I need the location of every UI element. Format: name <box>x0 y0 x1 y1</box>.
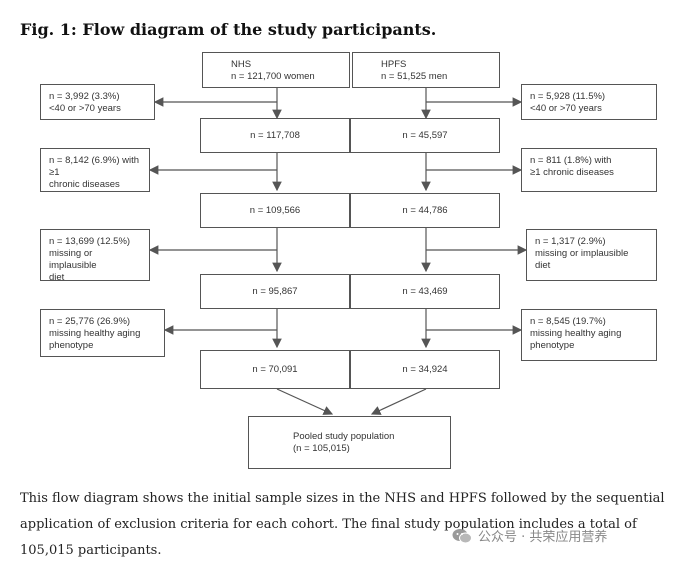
exclusion-reason: missing or implausible <box>535 248 629 259</box>
figure-caption: This flow diagram shows the initial samp… <box>20 491 665 558</box>
exclusion-reason: <40 or >70 years <box>530 103 602 114</box>
wechat-icon <box>452 528 472 543</box>
exclusion-count: n = 8,142 (6.9%) with ≥1 <box>49 155 140 178</box>
nhs-count-box-3: n = 95,867 <box>200 274 350 309</box>
exclusion-reason: ≥1 chronic diseases <box>530 167 614 178</box>
hpfs-box: HPFS n = 51,525 men <box>352 52 500 88</box>
exclusion-reason: diet <box>535 260 551 271</box>
watermark: 公众号 · 共荣应用营养 <box>452 526 607 545</box>
hpfs-count: n = 51,525 men <box>381 71 448 82</box>
nhs-count-2: n = 109,566 <box>249 204 301 216</box>
exclusion-reason: chronic diseases <box>49 179 120 190</box>
exclusion-reason: phenotype <box>530 340 575 351</box>
exclusion-reason: missing or implausible <box>49 248 97 271</box>
pooled-label: Pooled study population <box>293 430 395 442</box>
exclusion-reason: phenotype <box>49 340 94 351</box>
exclusion-count: n = 8,545 (19.7%) <box>530 316 606 327</box>
nhs-name: NHS <box>231 59 252 70</box>
exclusion-count: n = 5,928 (11.5%) <box>530 91 606 102</box>
hpfs-count-2: n = 44,786 <box>402 204 448 216</box>
hpfs-diet-exclusion: n = 1,317 (2.9%) missing or implausible … <box>526 229 657 281</box>
watermark-text: 公众号 · 共荣应用营养 <box>478 530 608 545</box>
exclusion-reason: missing healthy aging <box>49 328 141 339</box>
nhs-diet-exclusion: n = 13,699 (12.5%) missing or implausibl… <box>40 229 150 283</box>
hpfs-age-exclusion: n = 5,928 (11.5%) <40 or >70 years <box>521 84 657 120</box>
nhs-count: n = 121,700 women <box>231 71 315 82</box>
flow-connectors <box>148 88 528 415</box>
exclusion-count: n = 25,776 (26.9%) <box>49 316 131 327</box>
hpfs-count-1: n = 45,597 <box>402 129 448 141</box>
exclusion-count: n = 1,317 (2.9%) <box>535 236 606 247</box>
hpfs-count-4: n = 34,924 <box>402 363 448 375</box>
nhs-aging-exclusion: n = 25,776 (26.9%) missing healthy aging… <box>40 309 165 357</box>
exclusion-count: n = 13,699 (12.5%) <box>49 236 131 247</box>
nhs-count-box-4: n = 70,091 <box>200 350 350 389</box>
pooled-count: (n = 105,015) <box>293 442 350 454</box>
hpfs-count-box-4: n = 34,924 <box>350 350 500 389</box>
hpfs-chronic-exclusion: n = 811 (1.8%) with ≥1 chronic diseases <box>521 148 657 192</box>
figure-title: Fig. 1: Flow diagram of the study partic… <box>20 20 437 39</box>
exclusion-reason: missing healthy aging <box>530 328 622 339</box>
exclusion-reason: diet <box>49 272 65 283</box>
hpfs-count-box-2: n = 44,786 <box>350 193 500 228</box>
nhs-chronic-exclusion: n = 8,142 (6.9%) with ≥1 chronic disease… <box>40 148 150 192</box>
nhs-age-exclusion: n = 3,992 (3.3%) <40 or >70 years <box>40 84 155 120</box>
exclusion-count: n = 811 (1.8%) with <box>530 155 612 166</box>
nhs-count-box-1: n = 117,708 <box>200 118 350 153</box>
nhs-count-1: n = 117,708 <box>250 129 300 141</box>
hpfs-count-box-1: n = 45,597 <box>350 118 500 153</box>
hpfs-name: HPFS <box>381 59 407 70</box>
pooled-population-box: Pooled study population (n = 105,015) <box>248 416 451 469</box>
exclusion-reason: <40 or >70 years <box>49 103 121 114</box>
hpfs-count-3: n = 43,469 <box>402 285 448 297</box>
hpfs-count-box-3: n = 43,469 <box>350 274 500 309</box>
nhs-box: NHS n = 121,700 women <box>202 52 350 88</box>
nhs-count-3: n = 95,867 <box>252 285 298 297</box>
nhs-count-4: n = 70,091 <box>252 363 298 375</box>
hpfs-aging-exclusion: n = 8,545 (19.7%) missing healthy aging … <box>521 309 657 361</box>
nhs-count-box-2: n = 109,566 <box>200 193 350 228</box>
exclusion-count: n = 3,992 (3.3%) <box>49 91 120 102</box>
